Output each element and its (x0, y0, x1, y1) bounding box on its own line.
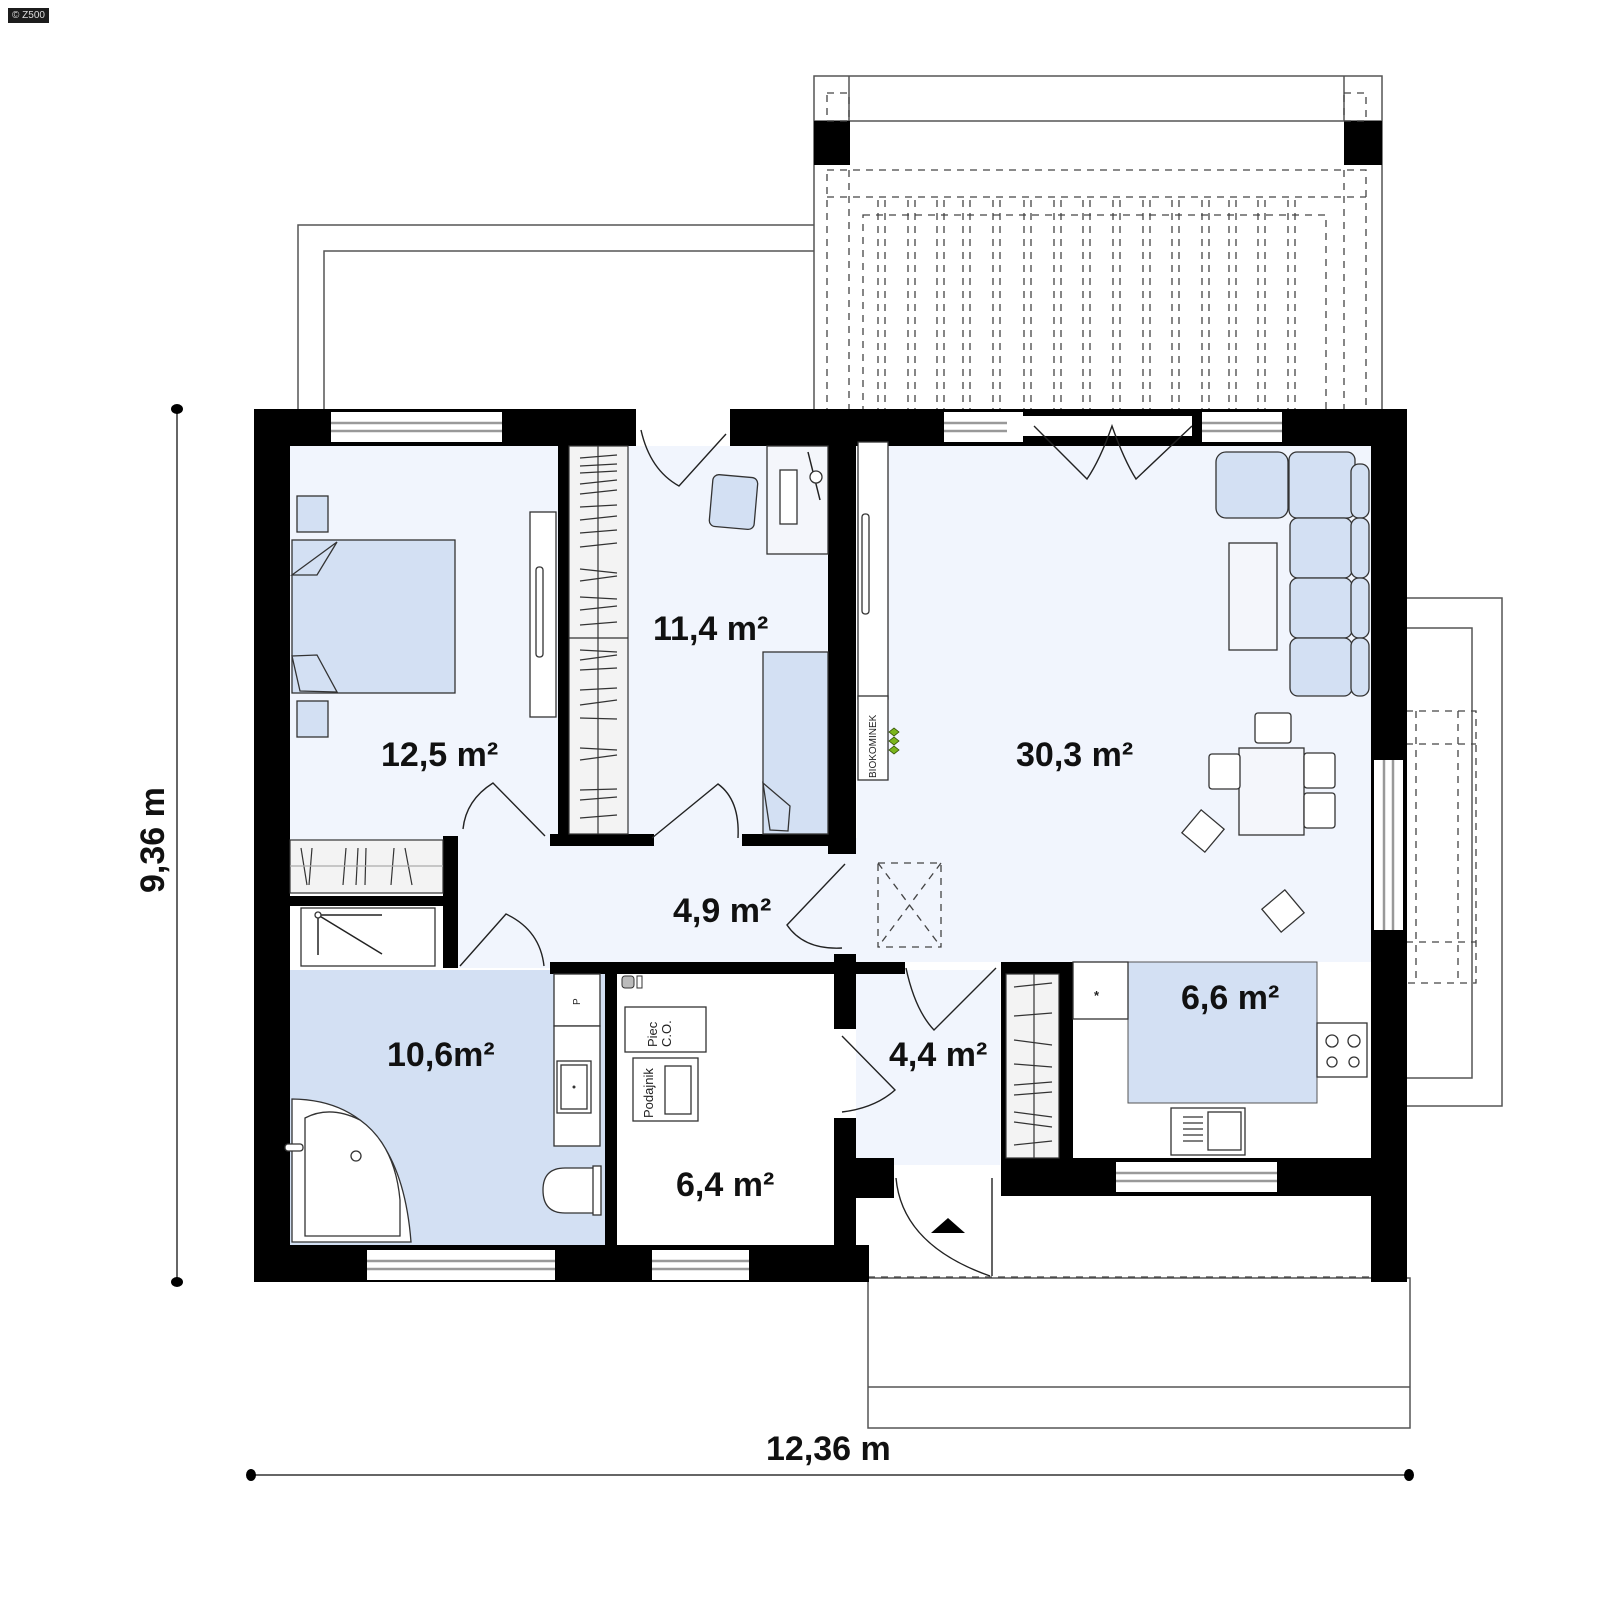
kitchen-fixtures: * (1072, 961, 1368, 1156)
flame-icon (888, 727, 900, 755)
wardrobe-column (568, 445, 629, 835)
area-bedroom: 12,5 m² (381, 736, 498, 774)
windows (331, 412, 1403, 1280)
area-bathroom: 10,6m² (387, 1036, 495, 1074)
watermark: © Z500 (8, 8, 49, 23)
washer-icon (553, 973, 601, 1027)
area-boiler-room: 6,4 m² (676, 1166, 774, 1204)
boiler-room-fixtures: Piec C.O. Podajnik (621, 975, 707, 1122)
kitchen-star: * (1094, 988, 1100, 1003)
cooktop-icon (1316, 1022, 1368, 1078)
boiler-label-line1: Piec (645, 1021, 660, 1047)
area-vestibule: 4,4 m² (889, 1036, 987, 1074)
corner-sofa-icon (1215, 451, 1370, 697)
height-dimension: 9,36 m (134, 787, 172, 893)
vestibule-wardrobe (1005, 973, 1060, 1159)
radiator-wardrobe-icon (529, 511, 557, 718)
feeder-label: Podajnik (641, 1068, 656, 1118)
study-furniture (708, 445, 829, 835)
area-labels: 12,5 m² 11,4 m² 30,3 m² 4,9 m² 10,6m² 6,… (381, 610, 1279, 1204)
coffee-table-icon (1228, 542, 1278, 651)
dimension-lines: 9,36 m 12,36 m (134, 404, 1414, 1481)
living-furniture: BIOKOMINEK (857, 441, 1370, 934)
doors (459, 423, 1193, 1277)
dining-table-icon (1238, 747, 1305, 836)
bathroom-fixtures: P (284, 973, 602, 1243)
roof-overhang-outlines (297, 75, 1503, 1429)
entry-arrow-icon (931, 1218, 965, 1233)
area-living-dining: 30,3 m² (1016, 736, 1133, 774)
laptop-icon (779, 469, 798, 525)
area-study: 11,4 m² (653, 610, 768, 648)
p-label: P (572, 998, 583, 1005)
biofireplace-icon (857, 695, 889, 781)
area-kitchen: 6,6 m² (1181, 979, 1279, 1017)
chimney-icon (621, 975, 635, 989)
width-dimension: 12,36 m (766, 1430, 891, 1468)
fridge-icon (1072, 961, 1129, 1020)
biofireplace-label: BIOKOMINEK (868, 714, 879, 778)
toilet-icon (542, 1167, 601, 1214)
office-chair-icon (708, 474, 759, 531)
boiler-label-line2: C.O. (659, 1020, 674, 1047)
nightstand-icon (296, 495, 329, 533)
bedroom-furniture (289, 495, 557, 967)
nightstand-icon (296, 700, 329, 738)
area-hall: 4,9 m² (673, 892, 771, 930)
dining-chair-icon (1180, 712, 1336, 934)
boiler-icon (624, 1006, 707, 1053)
